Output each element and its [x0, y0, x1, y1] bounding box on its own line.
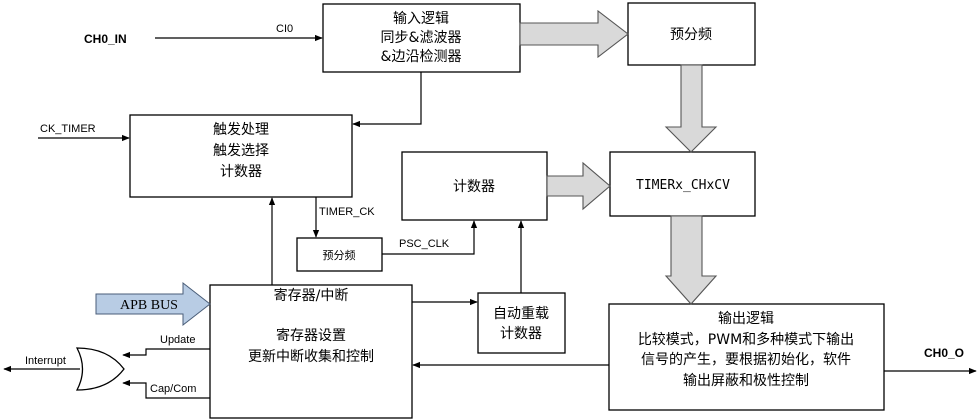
- output-logic-line-3: 输出屏蔽和极性控制: [683, 373, 809, 389]
- or-gate: [75, 347, 125, 391]
- input-logic-box: [322, 3, 521, 73]
- prescaler-top-box: [627, 2, 756, 66]
- trigger-processing-box: [129, 114, 353, 198]
- input-logic-line-3: &边沿检测器: [381, 49, 462, 65]
- wire-psc-clk: [382, 220, 478, 255]
- ch0-in-label: CH0_IN: [84, 32, 127, 46]
- apb-bus-label: APB BUS: [120, 298, 178, 313]
- fat-arrow-ccv-to-output: [664, 215, 718, 305]
- input-logic-line-2: 同步&滤波器: [381, 30, 462, 46]
- wire-cap-com: [122, 379, 210, 399]
- trigger-line-1: 触发处理: [213, 122, 269, 138]
- trigger-line-3: 计数器: [220, 164, 262, 180]
- auto-reload-box: [477, 292, 566, 354]
- auto-reload-line-2: 计数器: [500, 326, 542, 342]
- wire-input-to-trigger: [352, 72, 422, 128]
- prescaler-small-label: 预分频: [323, 248, 356, 262]
- wire-update: [122, 348, 210, 359]
- output-logic-title: 输出逻辑: [718, 311, 774, 327]
- prescaler-small-box: [296, 237, 383, 272]
- ch0-o-label: CH0_O: [924, 346, 964, 360]
- fat-arrow-input-to-prescaler: [519, 9, 629, 59]
- register-line-1: 寄存器设置: [276, 327, 346, 344]
- fat-arrow-counter-to-ccv: [546, 161, 611, 211]
- input-logic-line-1: 输入逻辑: [393, 11, 449, 27]
- apb-bus-arrow: [95, 281, 211, 327]
- timer-ck-label: TIMER_CK: [319, 206, 375, 218]
- output-logic-line-1: 比较模式，PWM和多种模式下输出: [638, 331, 854, 348]
- interrupt-label: Interrupt: [25, 355, 66, 367]
- prescaler-top-label: 预分频: [670, 27, 712, 43]
- trigger-line-2: 触发选择: [213, 143, 269, 159]
- ci0-label: CI0: [276, 23, 293, 35]
- auto-reload-line-1: 自动重载: [493, 306, 549, 322]
- fat-arrow-prescaler-to-ccv: [664, 64, 718, 153]
- register-interrupt-box: [209, 284, 413, 419]
- cap-com-label: Cap/Com: [150, 383, 196, 395]
- ccv-register-label: TIMERx_CHxCV: [636, 178, 730, 193]
- counter-label: 计数器: [453, 179, 495, 195]
- output-logic-line-2: 信号的产生，要根据初始化，软件: [641, 351, 851, 368]
- update-label: Update: [160, 334, 195, 346]
- counter-box: [401, 151, 548, 221]
- psc-clk-label: PSC_CLK: [399, 238, 450, 250]
- register-title: 寄存器/中断: [274, 287, 349, 304]
- register-line-2: 更新中断收集和控制: [248, 348, 374, 365]
- output-logic-box: [608, 303, 885, 411]
- ck-timer-label: CK_TIMER: [40, 123, 96, 135]
